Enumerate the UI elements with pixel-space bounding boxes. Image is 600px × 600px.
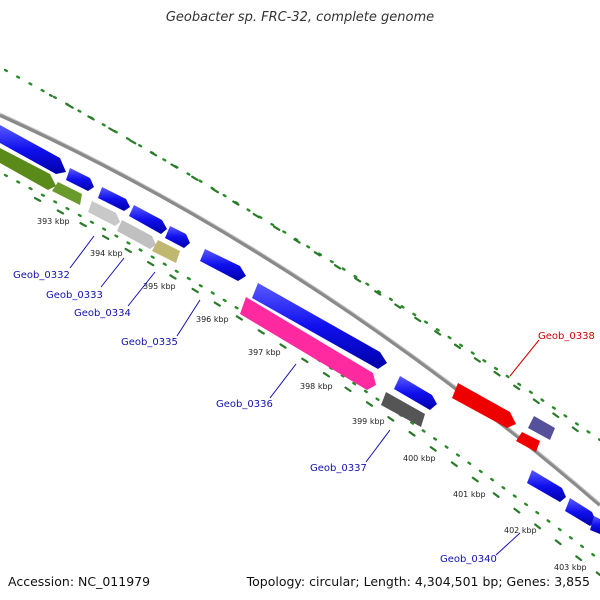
- genome-backbone-highlight: [0, 112, 600, 504]
- gene-label[interactable]: Geob_0338: [538, 331, 595, 342]
- gene-feature[interactable]: [452, 383, 516, 428]
- gene-feature[interactable]: [152, 240, 180, 263]
- gene-feature[interactable]: [117, 220, 156, 249]
- gene-feature[interactable]: [129, 205, 167, 234]
- gene-feature[interactable]: [381, 392, 425, 427]
- gene-label[interactable]: Geob_0337: [310, 463, 367, 474]
- label-leaders: [69, 235, 540, 556]
- tick-label: 398 kbp: [300, 382, 333, 391]
- tick-label: 400 kbp: [403, 454, 436, 463]
- forward-strand-genes: [0, 125, 600, 534]
- gene-label[interactable]: Geob_0333: [46, 290, 103, 301]
- gc-track-inner: [3, 173, 600, 562]
- gene-feature[interactable]: [590, 516, 600, 534]
- gene-feature[interactable]: [516, 432, 540, 452]
- gene-label[interactable]: Geob_0335: [121, 337, 178, 348]
- gene-feature[interactable]: [165, 226, 190, 248]
- gene-feature[interactable]: [98, 187, 130, 211]
- accession-text: Accession: NC_011979: [8, 574, 151, 589]
- tick-label: 401 kbp: [453, 490, 486, 499]
- tick-label: 394 kbp: [90, 249, 123, 258]
- tick-label: 397 kbp: [248, 348, 281, 357]
- gene-feature[interactable]: [240, 297, 376, 390]
- gene-feature[interactable]: [394, 376, 437, 410]
- genome-summary-text: Topology: circular; Length: 4,304,501 bp…: [246, 574, 590, 589]
- gene-feature[interactable]: [88, 201, 120, 226]
- map-title: Geobacter sp. FRC-32, complete genome: [165, 10, 435, 25]
- gene-feature[interactable]: [66, 168, 94, 191]
- reverse-strand-genes: [0, 148, 555, 452]
- gene-feature[interactable]: [0, 148, 56, 190]
- tick-label: 402 kbp: [504, 526, 537, 535]
- gene-feature[interactable]: [200, 249, 246, 281]
- gene-feature[interactable]: [565, 498, 596, 526]
- gene-feature[interactable]: [52, 182, 82, 205]
- gene-label[interactable]: Geob_0340: [440, 554, 497, 565]
- gene-label[interactable]: Geob_0334: [74, 308, 131, 319]
- gene-feature[interactable]: [528, 416, 555, 440]
- gene-feature[interactable]: [0, 125, 66, 174]
- tick-label: 393 kbp: [37, 217, 70, 226]
- gene-feature[interactable]: [252, 283, 387, 369]
- gene-label[interactable]: Geob_0332: [13, 270, 70, 281]
- gene-labels: Geob_0332 Geob_0333 Geob_0334 Geob_0335 …: [13, 270, 595, 565]
- tick-labels: 393 kbp 394 kbp 395 kbp 396 kbp 397 kbp …: [37, 217, 587, 572]
- tick-label: 399 kbp: [352, 417, 385, 426]
- tick-label: 395 kbp: [143, 282, 176, 291]
- genome-backbone: [0, 113, 600, 507]
- gene-label[interactable]: Geob_0336: [216, 399, 273, 410]
- gene-feature[interactable]: [527, 470, 566, 502]
- gc-track-outer-long: [48, 93, 592, 442]
- tick-label: 396 kbp: [196, 315, 229, 324]
- gc-track-inner-long: [18, 188, 600, 577]
- tick-label: 403 kbp: [554, 563, 587, 572]
